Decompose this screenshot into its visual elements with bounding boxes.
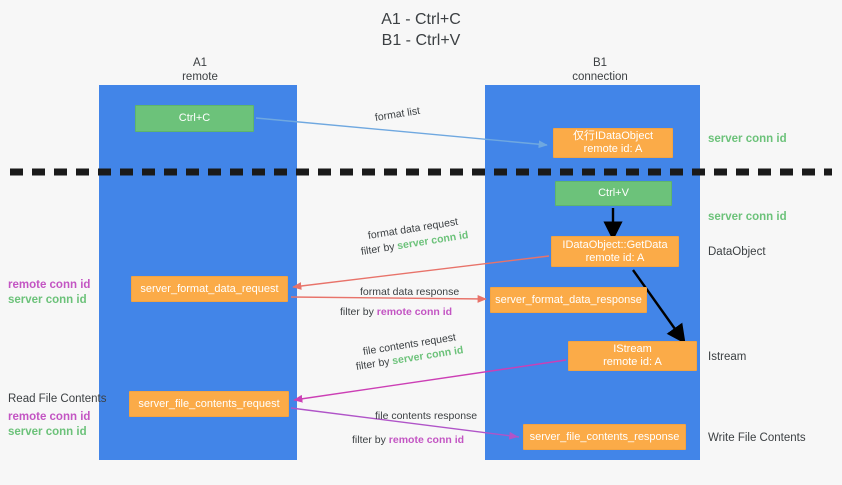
node-server-file-contents-response[interactable]: server_file_contents_response	[523, 424, 686, 450]
node-server-format-data-request-label: server_format_data_request	[140, 282, 279, 295]
arrow-label-file-contents-response: file contents response	[375, 409, 477, 423]
title-line-1: A1 - Ctrl+C	[381, 11, 461, 28]
label-dataobject: DataObject	[708, 246, 766, 258]
node-ctrl-v[interactable]: Ctrl+V	[555, 181, 672, 206]
column-b1-subtitle: connection	[572, 71, 628, 83]
node-getdata[interactable]: IDataObject::GetData remote id: A	[551, 236, 679, 267]
arrow-label-format-data-response: format data response	[360, 285, 459, 299]
filter-prefix: filter by	[360, 240, 399, 258]
column-header-b1: B1 connection	[520, 56, 680, 84]
column-header-a1: A1 remote	[120, 56, 280, 84]
filter-value-remote-conn-id: remote conn id	[388, 434, 465, 446]
label-istream: Istream	[708, 351, 747, 363]
node-getdata-line2: remote id: A	[585, 251, 645, 264]
column-a1-subtitle: remote	[182, 71, 218, 83]
label-server-conn-id-left-bottom: server conn id	[8, 426, 87, 438]
filter-prefix: filter by	[352, 434, 389, 446]
node-idataobject-line1: 仅行IDataObject	[572, 130, 654, 142]
filter-prefix: filter by	[355, 355, 394, 373]
filter-prefix: filter by	[340, 306, 377, 318]
label-remote-conn-id-top: remote conn id	[8, 279, 91, 291]
label-write-file-contents: Write File Contents	[708, 432, 806, 444]
column-b1-name: B1	[592, 57, 608, 69]
label-remote-conn-id-bottom: remote conn id	[8, 411, 91, 423]
node-getdata-line1: IDataObject::GetData	[562, 238, 668, 251]
arrow-label-format-data-response-text: format data response	[360, 286, 460, 298]
label-group-conn-ids-bottom: remote conn id server conn id	[8, 410, 100, 440]
label-read-file-contents: Read File Contents	[8, 393, 107, 405]
node-istream-line2: remote id: A	[603, 356, 662, 368]
node-idataobject-line2: remote id: A	[583, 143, 643, 155]
label-server-conn-id-top: server conn id	[708, 133, 787, 145]
node-server-file-contents-request[interactable]: server_file_contents_request	[129, 391, 289, 417]
node-server-format-data-request[interactable]: server_format_data_request	[131, 276, 288, 302]
node-ctrl-c[interactable]: Ctrl+C	[135, 105, 254, 132]
node-istream[interactable]: IStream remote id: A	[568, 341, 697, 371]
label-server-conn-id-left-top: server conn id	[8, 294, 87, 306]
filter-value-remote-conn-id: remote conn id	[376, 306, 453, 318]
page-title: A1 - Ctrl+C B1 - Ctrl+V	[0, 9, 842, 51]
arrow-label-format-list: format list	[374, 104, 421, 125]
node-server-file-contents-response-label: server_file_contents_response	[529, 430, 680, 443]
arrow-label-file-contents-response-text: file contents response	[375, 410, 478, 422]
arrow-label-format-data-response-filter: filter by remote conn id	[340, 305, 452, 319]
node-server-file-contents-request-label: server_file_contents_request	[138, 397, 280, 410]
column-a1-name: A1	[192, 57, 208, 69]
node-ctrl-c-line1: Ctrl+C	[178, 112, 211, 124]
arrow-label-format-list-text: format list	[374, 104, 421, 124]
arrow-label-file-contents-response-filter: filter by remote conn id	[352, 433, 464, 447]
title-line-2: B1 - Ctrl+V	[381, 32, 461, 49]
node-ctrl-v-line1: Ctrl+V	[598, 187, 629, 199]
node-server-format-data-response-label: server_format_data_response	[495, 293, 642, 306]
node-server-format-data-response[interactable]: server_format_data_response	[490, 287, 647, 313]
node-idataobject[interactable]: 仅行IDataObject remote id: A	[553, 128, 673, 158]
node-istream-line1: IStream	[613, 343, 652, 355]
label-group-conn-ids-top: remote conn id server conn id	[8, 278, 100, 308]
label-server-conn-id-mid: server conn id	[708, 211, 787, 223]
